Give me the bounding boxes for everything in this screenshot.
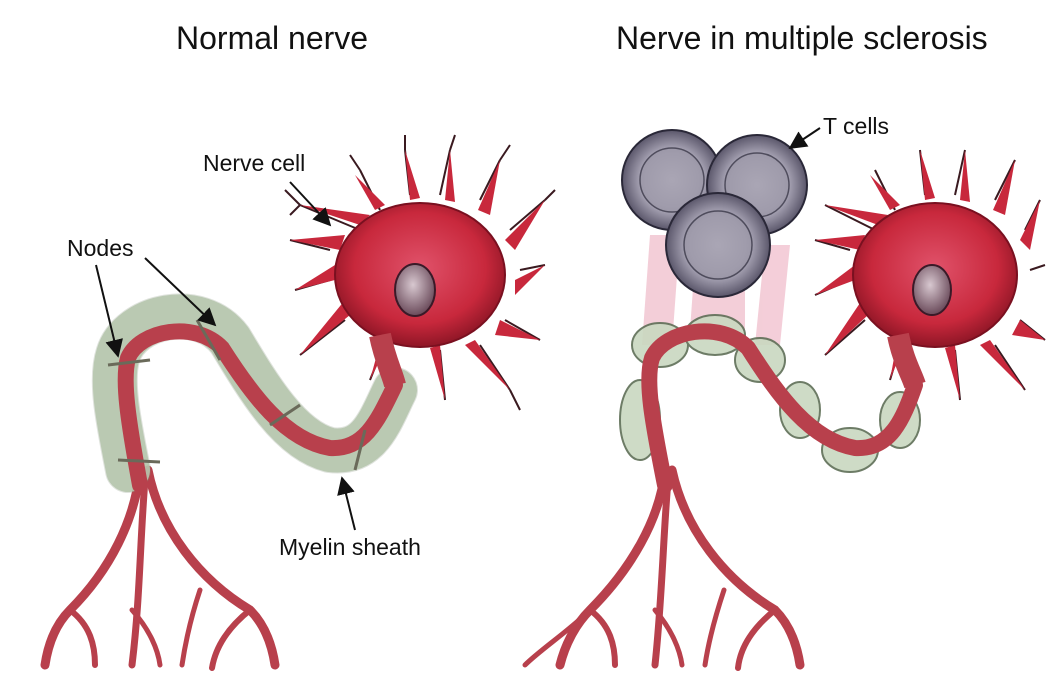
label-myelin-sheath: Myelin sheath bbox=[279, 534, 421, 560]
axon-left bbox=[117, 323, 403, 493]
label-nerve-cell: Nerve cell bbox=[203, 150, 306, 176]
arrow-t-cells bbox=[788, 127, 821, 149]
label-t-cells: T cells bbox=[823, 113, 890, 139]
ms-nerve-figure bbox=[522, 127, 1046, 671]
arrow-node-2 bbox=[144, 257, 217, 327]
nerve-cell-right bbox=[814, 149, 1046, 401]
nodes-left bbox=[107, 319, 367, 471]
title-normal-nerve: Normal nerve bbox=[176, 20, 369, 56]
label-nodes: Nodes bbox=[67, 235, 134, 261]
nucleus-right bbox=[912, 264, 952, 316]
arrow-myelin-sheath bbox=[337, 476, 356, 531]
arrow-node-1 bbox=[95, 264, 123, 358]
t-cells bbox=[621, 129, 808, 298]
axon-terminal-branches-left bbox=[40, 465, 280, 671]
nerve-cell-left bbox=[284, 134, 556, 411]
axon-terminal-branches-right bbox=[522, 465, 805, 671]
nucleus-left bbox=[394, 263, 436, 317]
arrow-nerve-cell bbox=[289, 181, 332, 227]
t-cell-3 bbox=[665, 192, 771, 298]
title-nerve-in-ms: Nerve in multiple sclerosis bbox=[616, 20, 988, 56]
axon-right bbox=[641, 323, 923, 493]
normal-nerve-figure bbox=[40, 134, 556, 671]
